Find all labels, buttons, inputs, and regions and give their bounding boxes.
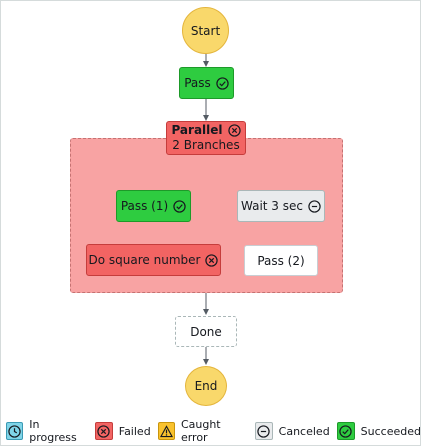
legend-succeeded-label: Succeeded [360,424,421,438]
wait-node[interactable]: Wait 3 sec [237,190,325,222]
x-circle-icon [227,124,241,137]
clock-icon [6,422,24,440]
do-square-node[interactable]: Do square number [86,244,221,276]
pass1-node[interactable]: Pass (1) [116,190,191,222]
legend-failed: Failed [94,422,151,440]
legend-failed-label: Failed [118,424,151,438]
x-circle-icon [205,253,219,267]
parallel-subtitle: 2 Branches [172,138,240,152]
start-label: Start [190,23,221,38]
legend: In progress Failed Caught error Canceled… [0,418,421,444]
pass-label: Pass [184,76,211,90]
warning-triangle-icon [157,422,175,440]
pass1-label: Pass (1) [120,199,169,213]
minus-circle-icon [254,422,273,440]
legend-succeeded: Succeeded [336,422,421,440]
pass2-label: Pass (2) [257,253,305,268]
legend-caught-error: Caught error [157,418,248,444]
done-node[interactable]: Done [175,316,237,347]
parallel-node[interactable]: Parallel 2 Branches [166,121,246,155]
pass-node[interactable]: Pass [179,67,234,99]
parallel-title: Parallel [171,123,223,137]
done-label: Done [190,324,222,339]
legend-in-progress-label: In progress [29,418,77,444]
check-circle-icon [336,422,355,440]
minus-circle-icon [308,199,321,213]
end-label: End [194,379,218,393]
pass2-node[interactable]: Pass (2) [244,245,318,276]
legend-canceled-label: Canceled [278,424,330,438]
check-circle-icon [173,199,186,213]
check-circle-icon [216,76,229,90]
legend-in-progress: In progress [6,418,88,444]
legend-caught-error-label: Caught error [180,418,221,444]
legend-canceled: Canceled [254,422,330,440]
x-circle-icon [94,422,113,440]
end-node[interactable]: End [185,366,227,406]
wait-label: Wait 3 sec [241,199,303,213]
start-node[interactable]: Start [182,7,229,54]
do-square-label: Do square number [88,253,201,267]
